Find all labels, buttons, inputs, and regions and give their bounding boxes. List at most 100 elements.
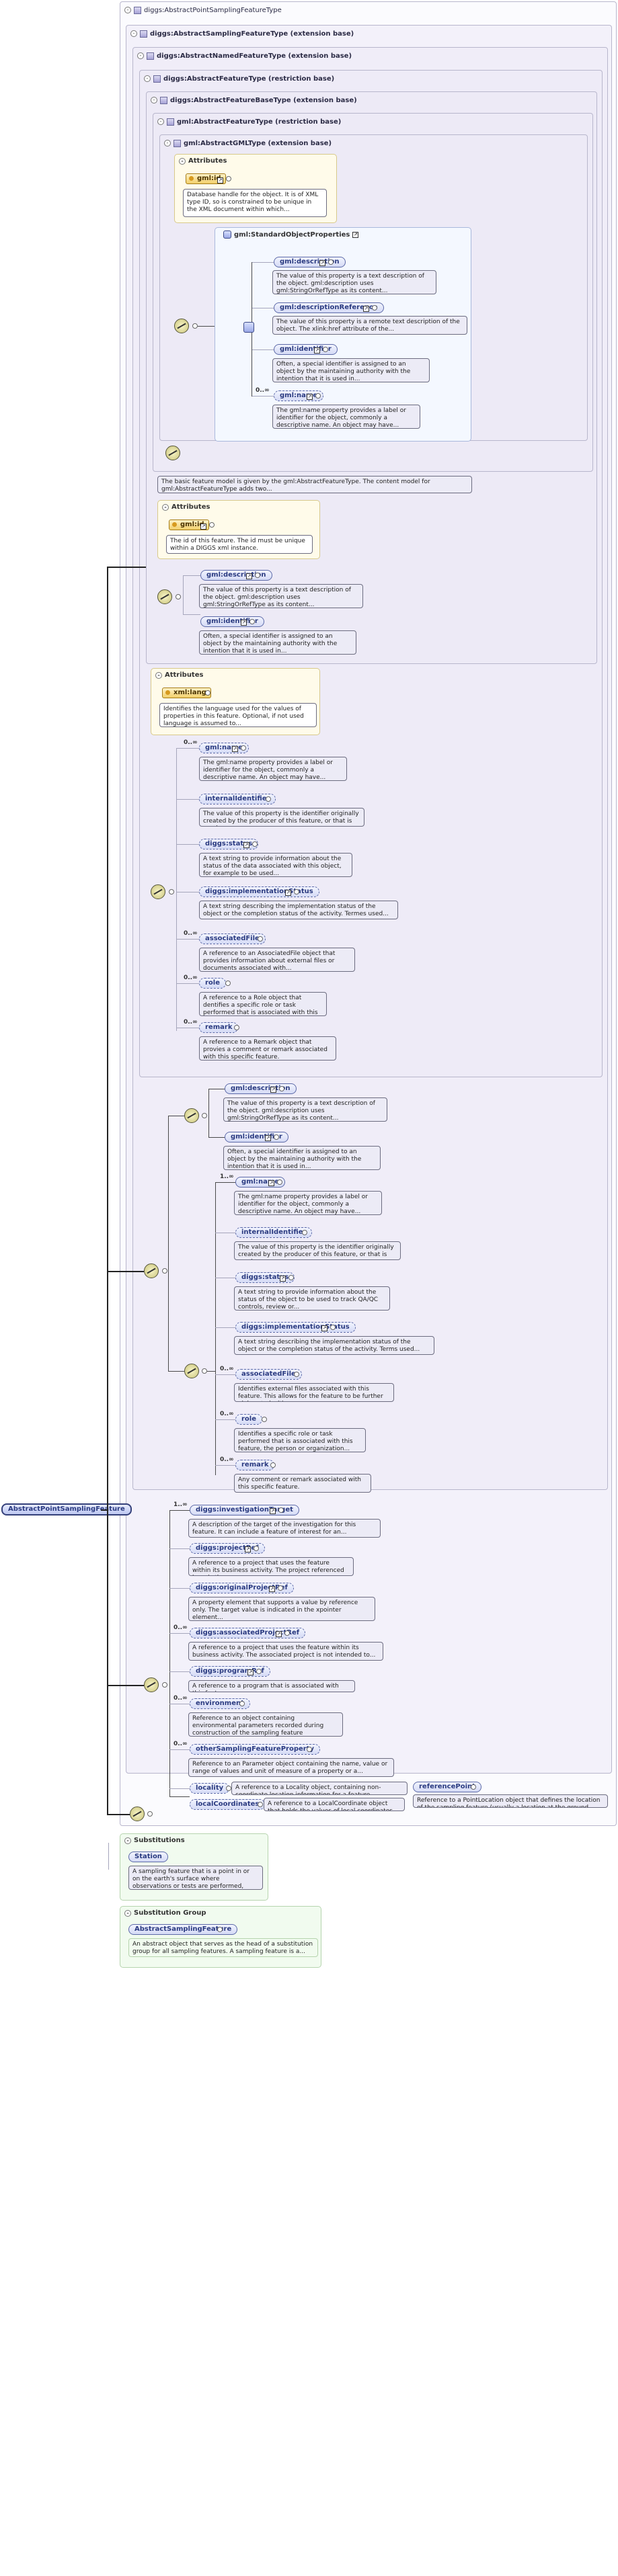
element-gml-identifier[interactable]: gml:identifier [274,344,338,355]
collapse-toggle[interactable]: - [124,1909,131,1917]
type-doc: The basic feature model is given by the … [157,476,472,493]
element-gml-description[interactable]: gml:description [200,570,272,581]
collapse-toggle[interactable]: - [179,157,186,165]
reference-icon: ↗ [245,1546,251,1552]
branch-line [207,1371,215,1372]
sequence-compositor-icon[interactable] [130,1806,145,1821]
element-local-coordinates[interactable]: localCoordinates [190,1799,266,1810]
element-reference-point[interactable]: referencePoint [413,1782,481,1792]
choice-compositor-icon[interactable] [184,1108,199,1123]
collapse-toggle[interactable]: - [130,30,137,37]
type-title: gml:AbstractFeatureType (restriction bas… [177,118,342,126]
element-internal-identifier[interactable]: internalIdentifier [199,794,276,804]
element-doc: An abstract object that serves as the he… [128,1938,318,1957]
connector-icon [270,1462,276,1468]
reference-icon: ↗ [268,1180,274,1186]
collapse-toggle[interactable]: - [124,7,131,13]
connector-icon [328,259,334,265]
sequence-compositor-icon[interactable] [144,1263,159,1278]
branch-line [169,1796,190,1797]
element-other-sampling-feature-property[interactable]: otherSamplingFeatureProperty [190,1744,321,1755]
sequence-compositor-icon[interactable] [144,1677,159,1692]
sequence-compositor-icon[interactable] [165,446,180,460]
element-diggs-implementation-status[interactable]: diggs:implementationStatus [199,886,319,897]
element-doc: Identifies external files associated wit… [234,1383,394,1402]
occurrence-label: 0..∞ [173,1695,188,1702]
collapse-toggle[interactable]: - [164,140,171,147]
element-locality[interactable]: locality [190,1783,230,1794]
connector-icon [277,1179,282,1185]
attribute-xml-lang[interactable]: xml:lang [162,688,211,698]
element-associated-file[interactable]: associatedFile [199,933,266,944]
branch-line [252,396,274,397]
collapse-toggle[interactable]: - [155,671,162,679]
occurrence-label: 1..∞ [173,1501,188,1508]
type-title: diggs:AbstractFeatureBaseType (extension… [170,96,357,104]
collapse-toggle[interactable]: - [124,1837,131,1844]
sequence-compositor-icon[interactable] [174,319,189,333]
occurrence-label: 0..∞ [184,739,198,746]
element-doc: The value of this property is a text des… [199,584,363,608]
type-title: diggs:AbstractNamedFeatureType (extensio… [157,52,352,60]
element-doc: The gml:name property provides a label o… [272,405,420,429]
sequence-compositor-icon[interactable] [157,589,172,604]
reference-icon: ↗ [243,842,249,848]
occurrence-label: 0..∞ [184,930,198,937]
element-abstract-sampling-feature[interactable]: AbstractSamplingFeature [128,1924,238,1935]
element-associated-file[interactable]: associatedFile [235,1369,302,1380]
element-station[interactable]: Station [128,1852,168,1862]
connector-icon [315,393,321,399]
element-role[interactable]: role [235,1414,263,1425]
element-role[interactable]: role [199,978,227,989]
sequence-compositor-icon[interactable] [151,884,165,899]
reference-icon: ↗ [217,177,223,183]
connector-icon [279,1086,284,1091]
attribute-gml-id[interactable]: gml:id [169,520,209,530]
connector-icon [226,176,231,181]
connector-icon [256,1669,262,1674]
sequence-compositor-icon[interactable] [184,1364,199,1378]
type-title: gml:AbstractGMLType (extension base) [184,139,332,147]
element-gml-identifier[interactable]: gml:identifier [200,616,264,627]
element-gml-description-reference[interactable]: gml:descriptionReference [274,302,384,313]
reference-icon: ↗ [246,573,252,579]
collapse-toggle[interactable]: - [137,52,144,59]
reference-icon: ↗ [270,1087,276,1093]
element-remark[interactable]: remark [199,1022,239,1033]
attributes-title: Attributes [171,503,210,511]
attributes-panel: -Attributes gml:id ↗ The id of this feat… [157,500,320,559]
complex-type-icon [153,75,161,83]
collapse-toggle[interactable]: - [151,97,157,103]
collapse-toggle[interactable]: - [162,503,169,511]
element-remark[interactable]: remark [235,1460,275,1470]
collapse-toggle[interactable]: - [157,118,164,125]
element-doc: A text string describing the implementat… [199,901,398,919]
attribute-gml-id[interactable]: gml:id [186,173,226,184]
element-doc: The value of this property is a remote t… [272,316,467,335]
branch-line [215,1465,235,1466]
element-gml-description[interactable]: gml:description [225,1083,297,1094]
branch-line [169,1788,190,1789]
connector-icon [202,1113,207,1118]
branch-line [215,1419,235,1420]
branch-line [183,575,200,576]
element-diggs-original-project-ref[interactable]: diggs:originalProjectRef [190,1583,294,1593]
element-gml-description[interactable]: gml:description [274,257,346,267]
group-icon [223,231,231,239]
element-internal-identifier[interactable]: internalIdentifier [235,1227,313,1238]
connector-icon [252,841,258,847]
element-diggs-implementation-status[interactable]: diggs:implementationStatus [235,1322,356,1333]
tree-line [208,1089,209,1137]
reference-icon: ↗ [265,1135,271,1141]
root-element-abstract-point-sampling-feature[interactable]: AbstractPointSamplingFeature [1,1503,132,1515]
collapse-toggle[interactable]: - [144,75,151,82]
element-environment[interactable]: environment [190,1698,250,1709]
element-doc: Any comment or remark associated with th… [234,1474,371,1493]
element-gml-identifier[interactable]: gml:identifier [225,1132,288,1142]
element-doc: A text string to provide information abo… [234,1286,390,1311]
connector-icon [258,1802,263,1807]
element-doc: A reference to a project that uses the f… [188,1557,354,1576]
connector-icon [372,305,377,310]
connector-icon [330,1325,336,1330]
connector-icon [169,889,174,895]
